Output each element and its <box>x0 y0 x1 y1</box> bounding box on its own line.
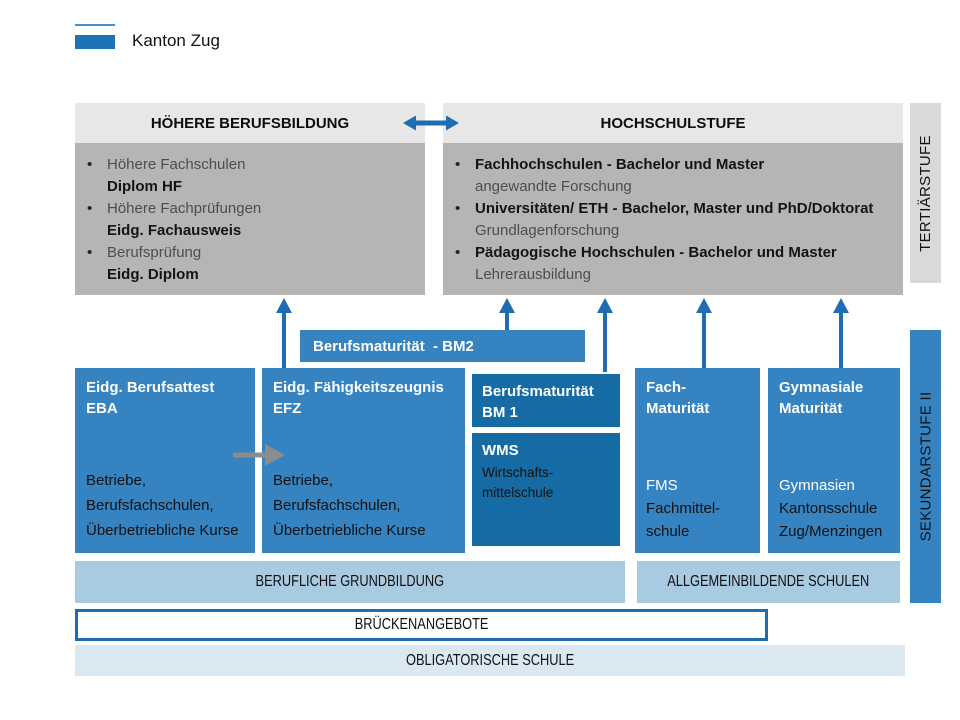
item-title: Universitäten/ ETH - Bachelor, Master un… <box>475 200 874 217</box>
list-item: • Höhere Fachschulen <box>87 154 419 176</box>
item-subtitle: Diplom HF <box>107 178 182 195</box>
wms-title: WMS <box>482 442 519 459</box>
list-item: Grundlagenforschung <box>455 220 897 242</box>
header-hochschulstufe: HOCHSCHULSTUFE <box>443 103 903 143</box>
list-item: Eidg. Diplom <box>87 264 419 286</box>
bidirectional-arrow-icon <box>403 115 459 131</box>
eba-providers: Betriebe, Berufsfachschulen, Überbetrieb… <box>86 472 239 539</box>
allgemeinbildende-schulen-label: ALLGEMEINBILDENDE SCHULEN <box>667 573 870 590</box>
bm2-up-arrow-icon <box>499 298 515 330</box>
list-bullet: • <box>455 244 461 261</box>
wms-subtitle: Wirtschafts- mittelschule <box>482 465 554 500</box>
efz-providers: Betriebe, Berufsfachschulen, Überbetrieb… <box>273 472 426 539</box>
gym-title: Gymnasiale Maturität <box>779 379 864 417</box>
sekundarstufe-sidebar: SEKUNDARSTUFE II <box>910 330 941 603</box>
obligatorische-schule-label: OBLIGATORISCHE SCHULE <box>405 651 575 669</box>
item-subtitle: angewandte Forschung <box>475 178 632 195</box>
eba-box: Eidg. Berufsattest EBA Betriebe, Berufsf… <box>75 368 255 553</box>
bm1-up-arrow-icon <box>597 298 613 372</box>
list-item: • Pädagogische Hochschulen - Bachelor un… <box>455 242 897 264</box>
item-title: Höhere Fachprüfungen <box>107 200 262 217</box>
brueckenangebote-box: BRÜCKENANGEBOTE <box>75 609 768 641</box>
list-item: Diplom HF <box>87 176 419 198</box>
berufliche-grundbildung-bar: BERUFLICHE GRUNDBILDUNG <box>75 561 625 603</box>
gym-school-abbr: Gymnasien <box>779 477 855 494</box>
list-bullet: • <box>455 200 461 217</box>
list-item: • Fachhochschulen - Bachelor und Master <box>455 154 897 176</box>
logo-label: Kanton Zug <box>132 31 220 50</box>
kanton-zug-flag-icon <box>75 35 115 49</box>
gymnasiale-maturitaet-box: Gymnasiale Maturität Gymnasien Kantonssc… <box>768 368 900 553</box>
gym-school-name: Kantonsschule Zug/Menzingen <box>779 500 883 540</box>
bm2-label: Berufsmaturität - BM2 <box>313 337 474 355</box>
fms-title: Fach- Maturität <box>646 379 710 417</box>
list-bullet: • <box>87 244 93 261</box>
list-bullet: • <box>87 200 93 217</box>
eba-title: Eidg. Berufsattest EBA <box>86 379 215 417</box>
efz-box: Eidg. Fähigkeitszeugnis EFZ Betriebe, Be… <box>262 368 465 553</box>
tertiaerstufe-sidebar: TERTIÄRSTUFE <box>910 103 941 283</box>
list-item: angewandte Forschung <box>455 176 897 198</box>
hoehere-berufsbildung-panel: • Höhere Fachschulen Diplom HF • Höhere … <box>75 143 425 295</box>
item-subtitle: Grundlagenforschung <box>475 222 620 239</box>
fms-school: FMS Fachmittel- schule <box>646 474 720 543</box>
allgemeinbildende-schulen-bar: ALLGEMEINBILDENDE SCHULEN <box>637 561 900 603</box>
efz-title: Eidg. Fähigkeitszeugnis EFZ <box>273 379 444 417</box>
bm1-box: Berufsmaturität BM 1 <box>470 372 622 429</box>
bm2-bar: Berufsmaturität - BM2 <box>300 330 585 362</box>
efz-up-arrow-icon <box>276 298 292 368</box>
item-subtitle: Lehrerausbildung <box>475 266 591 283</box>
item-title: Berufsprüfung <box>107 244 202 261</box>
sekundarstufe-label: SEKUNDARSTUFE II <box>917 391 935 542</box>
list-item: • Universitäten/ ETH - Bachelor, Master … <box>455 198 897 220</box>
berufliche-grundbildung-label: BERUFLICHE GRUNDBILDUNG <box>255 573 445 590</box>
wms-box: WMS Wirtschafts- mittelschule <box>470 431 622 548</box>
item-title: Höhere Fachschulen <box>107 156 246 173</box>
logo-line <box>75 24 115 26</box>
gym-up-arrow-icon <box>833 298 849 368</box>
item-subtitle: Eidg. Diplom <box>107 266 199 283</box>
list-item: Eidg. Fachausweis <box>87 220 419 242</box>
eba-to-efz-transfer-arrow-icon <box>233 444 285 466</box>
fms-up-arrow-icon <box>696 298 712 368</box>
tertiaerstufe-label: TERTIÄRSTUFE <box>917 134 935 252</box>
item-subtitle: Eidg. Fachausweis <box>107 222 242 239</box>
list-bullet: • <box>87 156 93 173</box>
hochschulstufe-panel: • Fachhochschulen - Bachelor und Master … <box>443 143 903 295</box>
bm1-title: Berufsmaturität BM 1 <box>482 383 594 421</box>
fms-school-name: Fachmittel- schule <box>646 500 721 540</box>
list-item: • Höhere Fachprüfungen <box>87 198 419 220</box>
item-title: Fachhochschulen - Bachelor und Master <box>475 156 765 173</box>
list-bullet: • <box>455 156 461 173</box>
list-item: Lehrerausbildung <box>455 264 897 286</box>
gym-school: Gymnasien Kantonsschule Zug/Menzingen <box>779 474 882 543</box>
fachmaturitaet-box: Fach- Maturität FMS Fachmittel- schule <box>635 368 760 553</box>
item-title: Pädagogische Hochschulen - Bachelor und … <box>475 244 837 261</box>
fms-school-abbr: FMS <box>646 477 678 494</box>
brueckenangebote-label: BRÜCKENANGEBOTE <box>354 616 489 633</box>
header-hoehere-berufsbildung: HÖHERE BERUFSBILDUNG <box>75 103 425 143</box>
obligatorische-schule-bar: OBLIGATORISCHE SCHULE <box>75 645 905 676</box>
list-item: • Berufsprüfung <box>87 242 419 264</box>
